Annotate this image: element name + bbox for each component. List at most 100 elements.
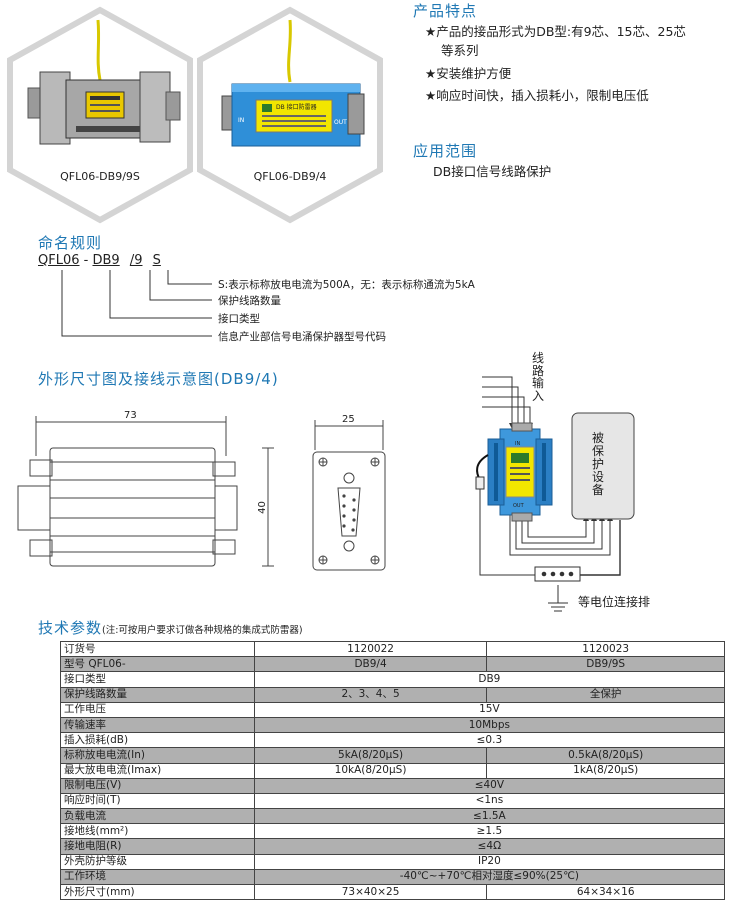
spec-label: 负载电流 <box>60 808 255 825</box>
spec-label: 接地电阻(R) <box>60 838 255 855</box>
table-row: 接地电阻(R)≤4Ω <box>60 838 726 855</box>
spec-value: IP20 <box>253 853 726 870</box>
naming-leader-lines <box>61 270 212 337</box>
dimension-length: 73 <box>124 410 137 421</box>
feature-text: 产品的接品形式为DB型:有9芯、15芯、25芯 <box>436 24 686 39</box>
spec-label: 标称放电电流(In) <box>60 747 255 764</box>
spec-value: 1kA(8/20μS) <box>486 762 725 779</box>
table-row: 限制电压(V)≤40V <box>60 777 726 794</box>
feature-text: 响应时间快，插入损耗小，限制电压低 <box>436 88 649 103</box>
spec-value: 10Mbps <box>253 716 726 734</box>
spec-label: 插入损耗(dB) <box>60 732 255 749</box>
naming-title: 命名规则 <box>38 234 103 252</box>
table-row: 标称放电电流(In)5kA(8/20μS)0.5kA(8/20μS) <box>60 747 725 764</box>
table-row: 工作环境-40℃~+70℃相对湿度≤90%(25℃) <box>60 868 726 886</box>
line-input-char: 入 <box>532 388 545 403</box>
dimension-drawing <box>17 416 386 571</box>
code-part-s: S <box>152 253 161 268</box>
ground-bar-label: 等电位连接排 <box>578 595 651 609</box>
table-row: 最大放电电流(Imax)10kA(8/20μS)1kA(8/20μS) <box>60 762 725 779</box>
line-input-label: 线 路 输 入 <box>532 352 546 402</box>
naming-label-code: 信息产业部信号电涌保护器型号代码 <box>218 331 386 343</box>
spd-device: IN OUT <box>475 422 553 522</box>
dimension-width: 25 <box>342 414 355 425</box>
features-title: 产品特点 <box>413 2 478 20</box>
feature-item-1: ★产品的接品形式为DB型:有9芯、15芯、25芯 等系列 <box>425 22 735 60</box>
line-input-char: 输 <box>532 376 545 390</box>
dimension-title: 外形尺寸图及接线示意图(DB9/4) <box>38 370 279 388</box>
spec-value: DB9 <box>253 671 726 688</box>
code-part-9: /9 <box>129 253 143 268</box>
spec-label: 工作环境 <box>60 868 255 886</box>
spec-label: 外形尺寸(mm) <box>60 883 255 901</box>
product-hexagons: DB 接口防雷器 IN OUT <box>7 6 383 224</box>
line-input-char: 路 <box>532 363 545 378</box>
feature-item-3: ★响应时间快，插入损耗小，限制电压低 <box>425 86 735 105</box>
spec-label: 工作电压 <box>60 701 255 718</box>
naming-label-interface: 接口类型 <box>218 313 260 325</box>
spec-value: ≥1.5 <box>253 823 726 840</box>
device-photo-in: IN <box>238 117 244 124</box>
spd-in-label: IN <box>515 441 520 447</box>
naming-code: QFL06 - DB9 /9 S <box>38 253 161 268</box>
table-row: 接地线(mm²)≥1.5 <box>60 823 726 840</box>
spec-label: 外壳防护等级 <box>60 853 255 870</box>
specs-heading: 技术参数(注:可按用户要求订做各种规格的集成式防雷器) <box>38 617 303 638</box>
spec-value: 73×40×25 <box>253 883 488 901</box>
dimension-height: 40 <box>256 501 268 514</box>
spd-out-label: OUT <box>513 503 525 509</box>
device-char: 备 <box>592 483 605 497</box>
device-photo-title: DB 接口防雷器 <box>276 103 317 111</box>
protected-device-box <box>571 412 635 520</box>
spec-value: 10kA(8/20μS) <box>253 762 488 779</box>
spec-value: 0.5kA(8/20μS) <box>486 747 725 764</box>
spec-value: 15V <box>253 701 726 718</box>
wiring-diagram: IN OUT <box>475 376 635 612</box>
spec-value: 2、3、4、5 <box>253 686 488 703</box>
spec-value: 1120022 <box>253 640 488 658</box>
application-text: DB接口信号线路保护 <box>433 164 552 179</box>
application-title: 应用范围 <box>413 142 478 160</box>
product-image-db9-4: DB 接口防雷器 IN OUT <box>221 19 365 147</box>
spec-value: 64×34×16 <box>486 883 725 901</box>
feature-item-2: ★安装维护方便 <box>425 64 735 83</box>
naming-label-s: S:表示标称放电电流为500A，无：表示标称通流为5kA <box>218 279 475 291</box>
star-icon: ★ <box>425 88 437 103</box>
code-part-db9: DB9 <box>92 253 120 268</box>
spec-value: 5kA(8/20μS) <box>253 747 488 764</box>
naming-label-lines: 保护线路数量 <box>218 295 281 307</box>
device-char: 被 <box>592 431 605 445</box>
spec-value: 全保护 <box>486 686 725 703</box>
product-caption-left: QFL06-DB9/9S <box>60 170 140 183</box>
specs-title: 技术参数 <box>38 619 103 637</box>
product-image-db9-9s <box>27 19 181 145</box>
spec-value: DB9/9S <box>486 656 725 673</box>
feature-text-cont: 等系列 <box>441 43 479 58</box>
spec-value: ≤0.3 <box>253 732 726 749</box>
spec-label: 最大放电电流(Imax) <box>60 762 255 779</box>
spec-label: 接口类型 <box>60 671 255 688</box>
spec-label: 响应时间(T) <box>60 792 255 810</box>
spec-value: -40℃~+70℃相对湿度≤90%(25℃) <box>253 868 726 886</box>
product-caption-right: QFL06-DB9/4 <box>253 170 327 183</box>
spec-label: 保护线路数量 <box>60 686 255 703</box>
spec-label: 接地线(mm²) <box>60 823 255 840</box>
code-part-dash: - <box>83 253 89 268</box>
star-icon: ★ <box>425 66 437 81</box>
spec-value: DB9/4 <box>253 656 488 673</box>
device-char: 设 <box>592 470 605 484</box>
spec-value: <1ns <box>253 792 726 810</box>
line-input-char: 线 <box>532 351 545 365</box>
spec-value: 1120023 <box>486 640 725 658</box>
spec-label: 传输速率 <box>60 716 255 734</box>
table-row: 插入损耗(dB)≤0.3 <box>60 732 726 749</box>
